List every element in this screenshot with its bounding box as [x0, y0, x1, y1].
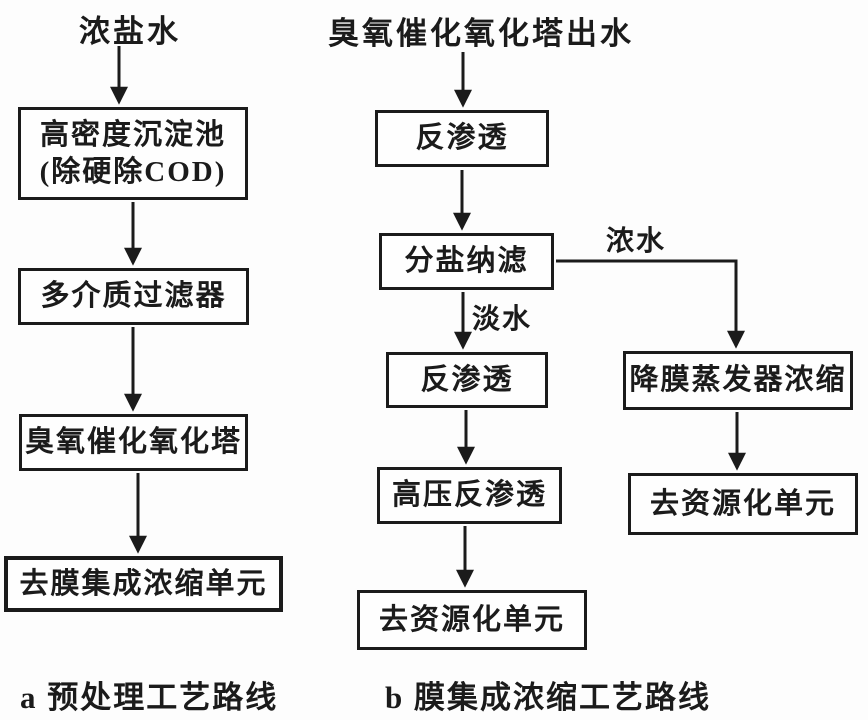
node-to-resource-unit-right: 去资源化单元 [628, 473, 858, 535]
node-reverse-osmosis-2: 反渗透 [386, 352, 548, 408]
node-falling-film-evaporator: 降膜蒸发器浓缩 [623, 351, 853, 410]
node-ozone-catalytic-oxidation-tower: 臭氧催化氧化塔 [19, 414, 248, 471]
edge-label-fresh-water: 淡水 [472, 304, 533, 335]
flow-b-source-label: 臭氧催化氧化塔出水 [328, 16, 634, 51]
node-to-resource-unit-main: 去资源化单元 [357, 590, 587, 650]
edge-label-concentrated-water: 浓水 [606, 226, 667, 257]
node-to-membrane-concentration-unit: 去膜集成浓缩单元 [4, 556, 283, 612]
flow-a-source-label: 浓盐水 [79, 14, 181, 49]
flow-b-caption: b 膜集成浓缩工艺路线 [385, 680, 711, 715]
node-reverse-osmosis-1: 反渗透 [375, 110, 549, 167]
arrow-b-nf-to-evaporator-concentrated-water [556, 259, 745, 349]
node-multimedia-filter: 多介质过滤器 [18, 268, 249, 325]
flow-a-caption: a 预处理工艺路线 [20, 680, 279, 715]
node-high-pressure-reverse-osmosis: 高压反渗透 [377, 467, 562, 524]
node-salt-separation-nanofiltration: 分盐纳滤 [379, 233, 554, 290]
node-high-density-sedimentation: 高密度沉淀池 (除硬除COD) [18, 107, 248, 200]
